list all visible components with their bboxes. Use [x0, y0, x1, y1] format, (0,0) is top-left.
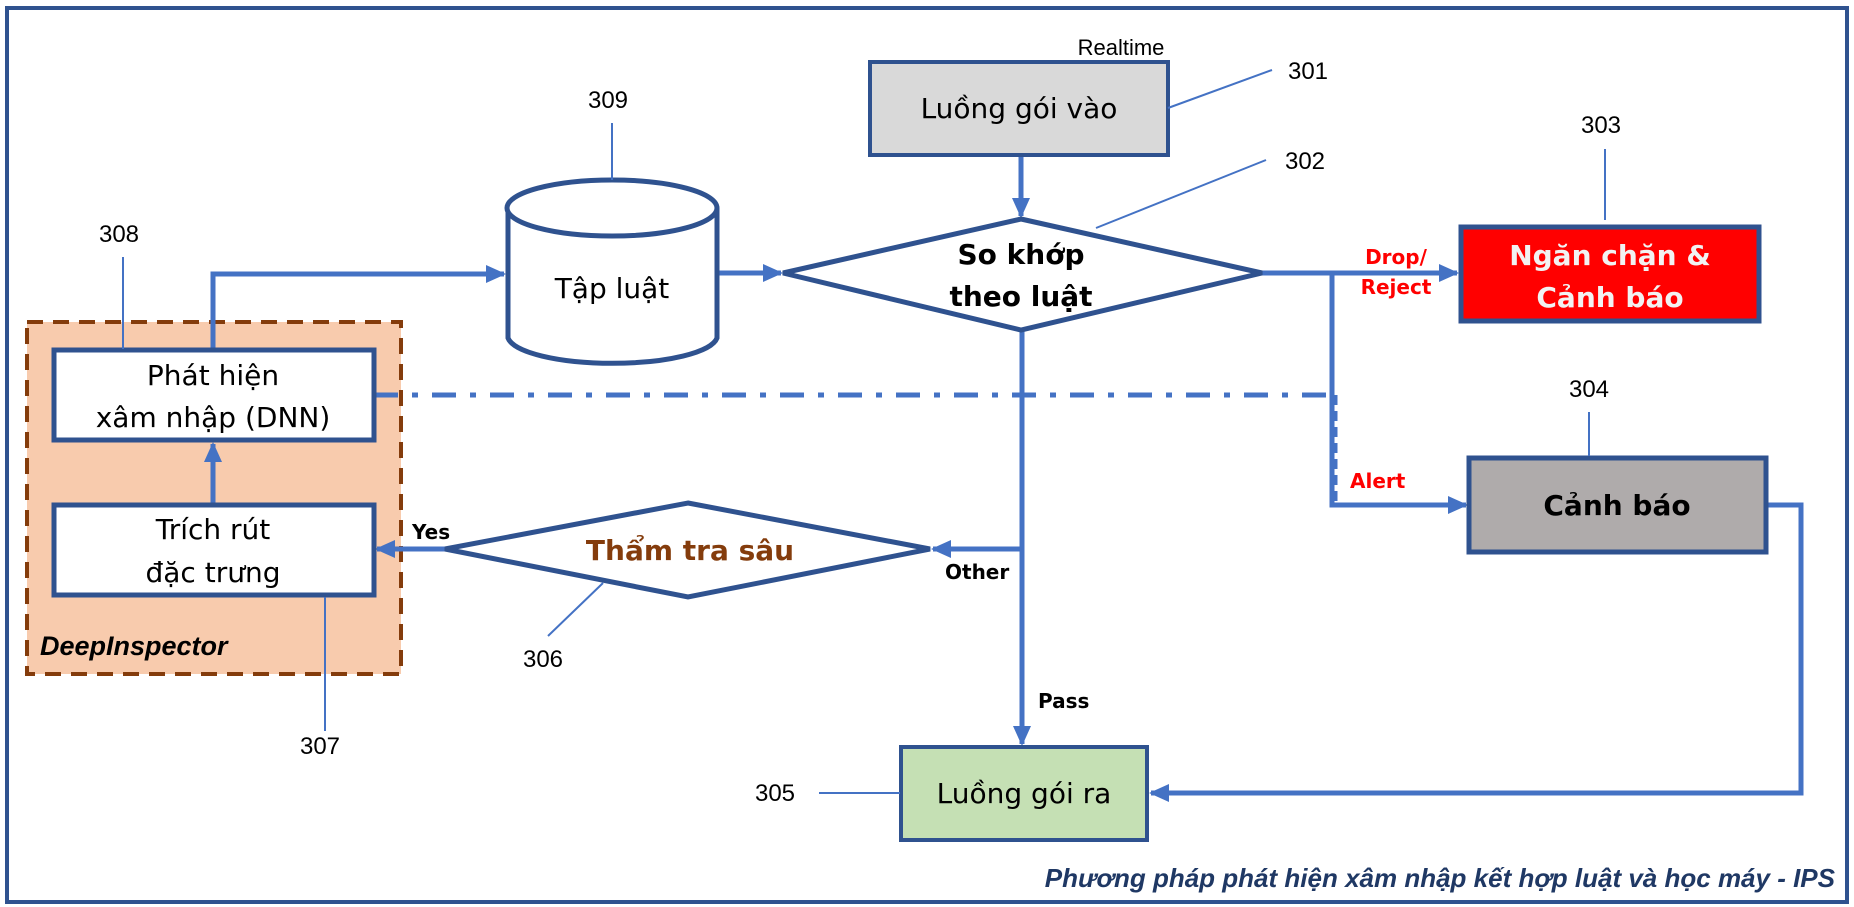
- ref-309: 309: [588, 87, 628, 114]
- connector-dnn-to-ruleset: [210, 265, 506, 349]
- dnn-detect-line1: Phát hiện: [147, 359, 279, 392]
- connector-match-to-alert: [1329, 273, 1468, 514]
- alert-box: [1466, 455, 1769, 555]
- edge-label-yes: Yes: [411, 520, 450, 544]
- deep-inspect-diamond: [444, 500, 931, 600]
- leader-301: [1167, 69, 1273, 109]
- feature-extract-line1: Trích rút: [155, 513, 271, 546]
- rule-match-line2: theo luật: [949, 280, 1092, 313]
- deep-inspector-label: DeepInspector: [40, 631, 229, 661]
- block-alert-line2: Cảnh báo: [1536, 281, 1683, 314]
- input-stream-label: Luồng gói vào: [921, 92, 1118, 125]
- realtime-note: Realtime: [1078, 35, 1165, 60]
- output-stream-box: [899, 745, 1149, 842]
- ref-307: 307: [300, 733, 340, 760]
- ref-306: 306: [523, 646, 563, 673]
- edge-label-pass: Pass: [1038, 689, 1089, 713]
- leader-302: [1095, 159, 1267, 229]
- ref-302: 302: [1285, 148, 1325, 175]
- diagram-caption: Phương pháp phát hiện xâm nhập kết hợp l…: [1045, 863, 1836, 893]
- ref-305: 305: [755, 780, 795, 807]
- rule-match-line1: So khớp: [958, 238, 1085, 271]
- feature-extract-box: [51, 502, 377, 598]
- feature-extract-line2: đặc trưng: [146, 556, 281, 589]
- dnn-detect-line2: xâm nhập (DNN): [96, 401, 331, 434]
- dnn-detect-box: [51, 347, 377, 443]
- alert-label: Cảnh báo: [1543, 489, 1690, 522]
- rule-set-cylinder: [504, 177, 720, 366]
- edge-label-alert: Alert: [1350, 469, 1406, 493]
- outer-frame: [5, 6, 1849, 904]
- block-alert-line1: Ngăn chặn &: [1509, 239, 1711, 272]
- deep-inspect-label: Thẩm tra sâu: [586, 533, 794, 567]
- ref-303: 303: [1581, 112, 1621, 139]
- ref-304: 304: [1569, 376, 1609, 403]
- edge-label-reject: Reject: [1361, 275, 1432, 299]
- rule-set-label: Tập luật: [554, 272, 670, 305]
- ref-308: 308: [99, 221, 139, 248]
- ref-301: 301: [1288, 58, 1328, 85]
- input-stream-box: [868, 60, 1170, 157]
- edge-label-drop: Drop/: [1365, 245, 1428, 269]
- leader-306: [547, 582, 604, 637]
- edge-label-other: Other: [945, 560, 1009, 584]
- connector-alert-to-output: [1149, 502, 1804, 802]
- block-alert-box: [1458, 224, 1762, 324]
- output-stream-label: Luồng gói ra: [937, 777, 1112, 810]
- rule-match-diamond: [782, 216, 1263, 333]
